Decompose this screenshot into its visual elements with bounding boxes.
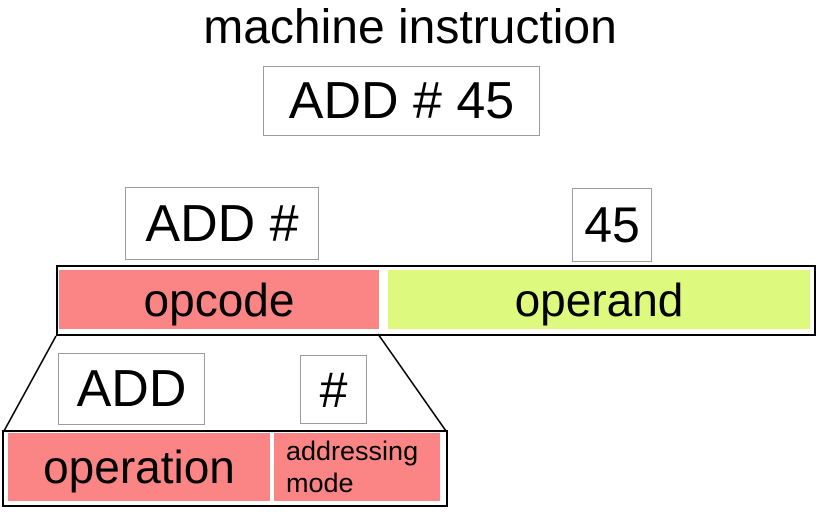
operand-value-box: 45 <box>572 188 652 262</box>
expansion-line-left <box>3 335 57 432</box>
expansion-line-right <box>377 333 447 432</box>
operand-field-label: operand <box>514 273 684 326</box>
instruction-box: ADD # 45 <box>263 66 540 136</box>
instruction-format-bar: opcode operand <box>56 265 816 336</box>
opcode-value-box: ADD # <box>125 187 319 260</box>
operation-value-text: ADD <box>76 360 187 418</box>
operand-field: operand <box>388 270 810 329</box>
operation-field-label: operation <box>43 441 235 493</box>
addressing-value-text: # <box>319 361 348 418</box>
instruction-text: ADD # 45 <box>288 72 515 130</box>
opcode-format-bar: operation addressing mode <box>2 430 448 507</box>
addressing-value-box: # <box>300 355 367 424</box>
operand-value-text: 45 <box>584 197 640 253</box>
addressing-mode-field-label: addressing mode <box>286 435 419 498</box>
opcode-field: opcode <box>59 270 379 329</box>
operation-field: operation <box>8 433 270 501</box>
opcode-field-label: opcode <box>143 273 295 326</box>
operation-value-box: ADD <box>58 353 205 425</box>
diagram-title: machine instruction <box>203 1 617 54</box>
addressing-mode-field: addressing mode <box>274 433 440 501</box>
opcode-value-text: ADD # <box>145 194 299 253</box>
